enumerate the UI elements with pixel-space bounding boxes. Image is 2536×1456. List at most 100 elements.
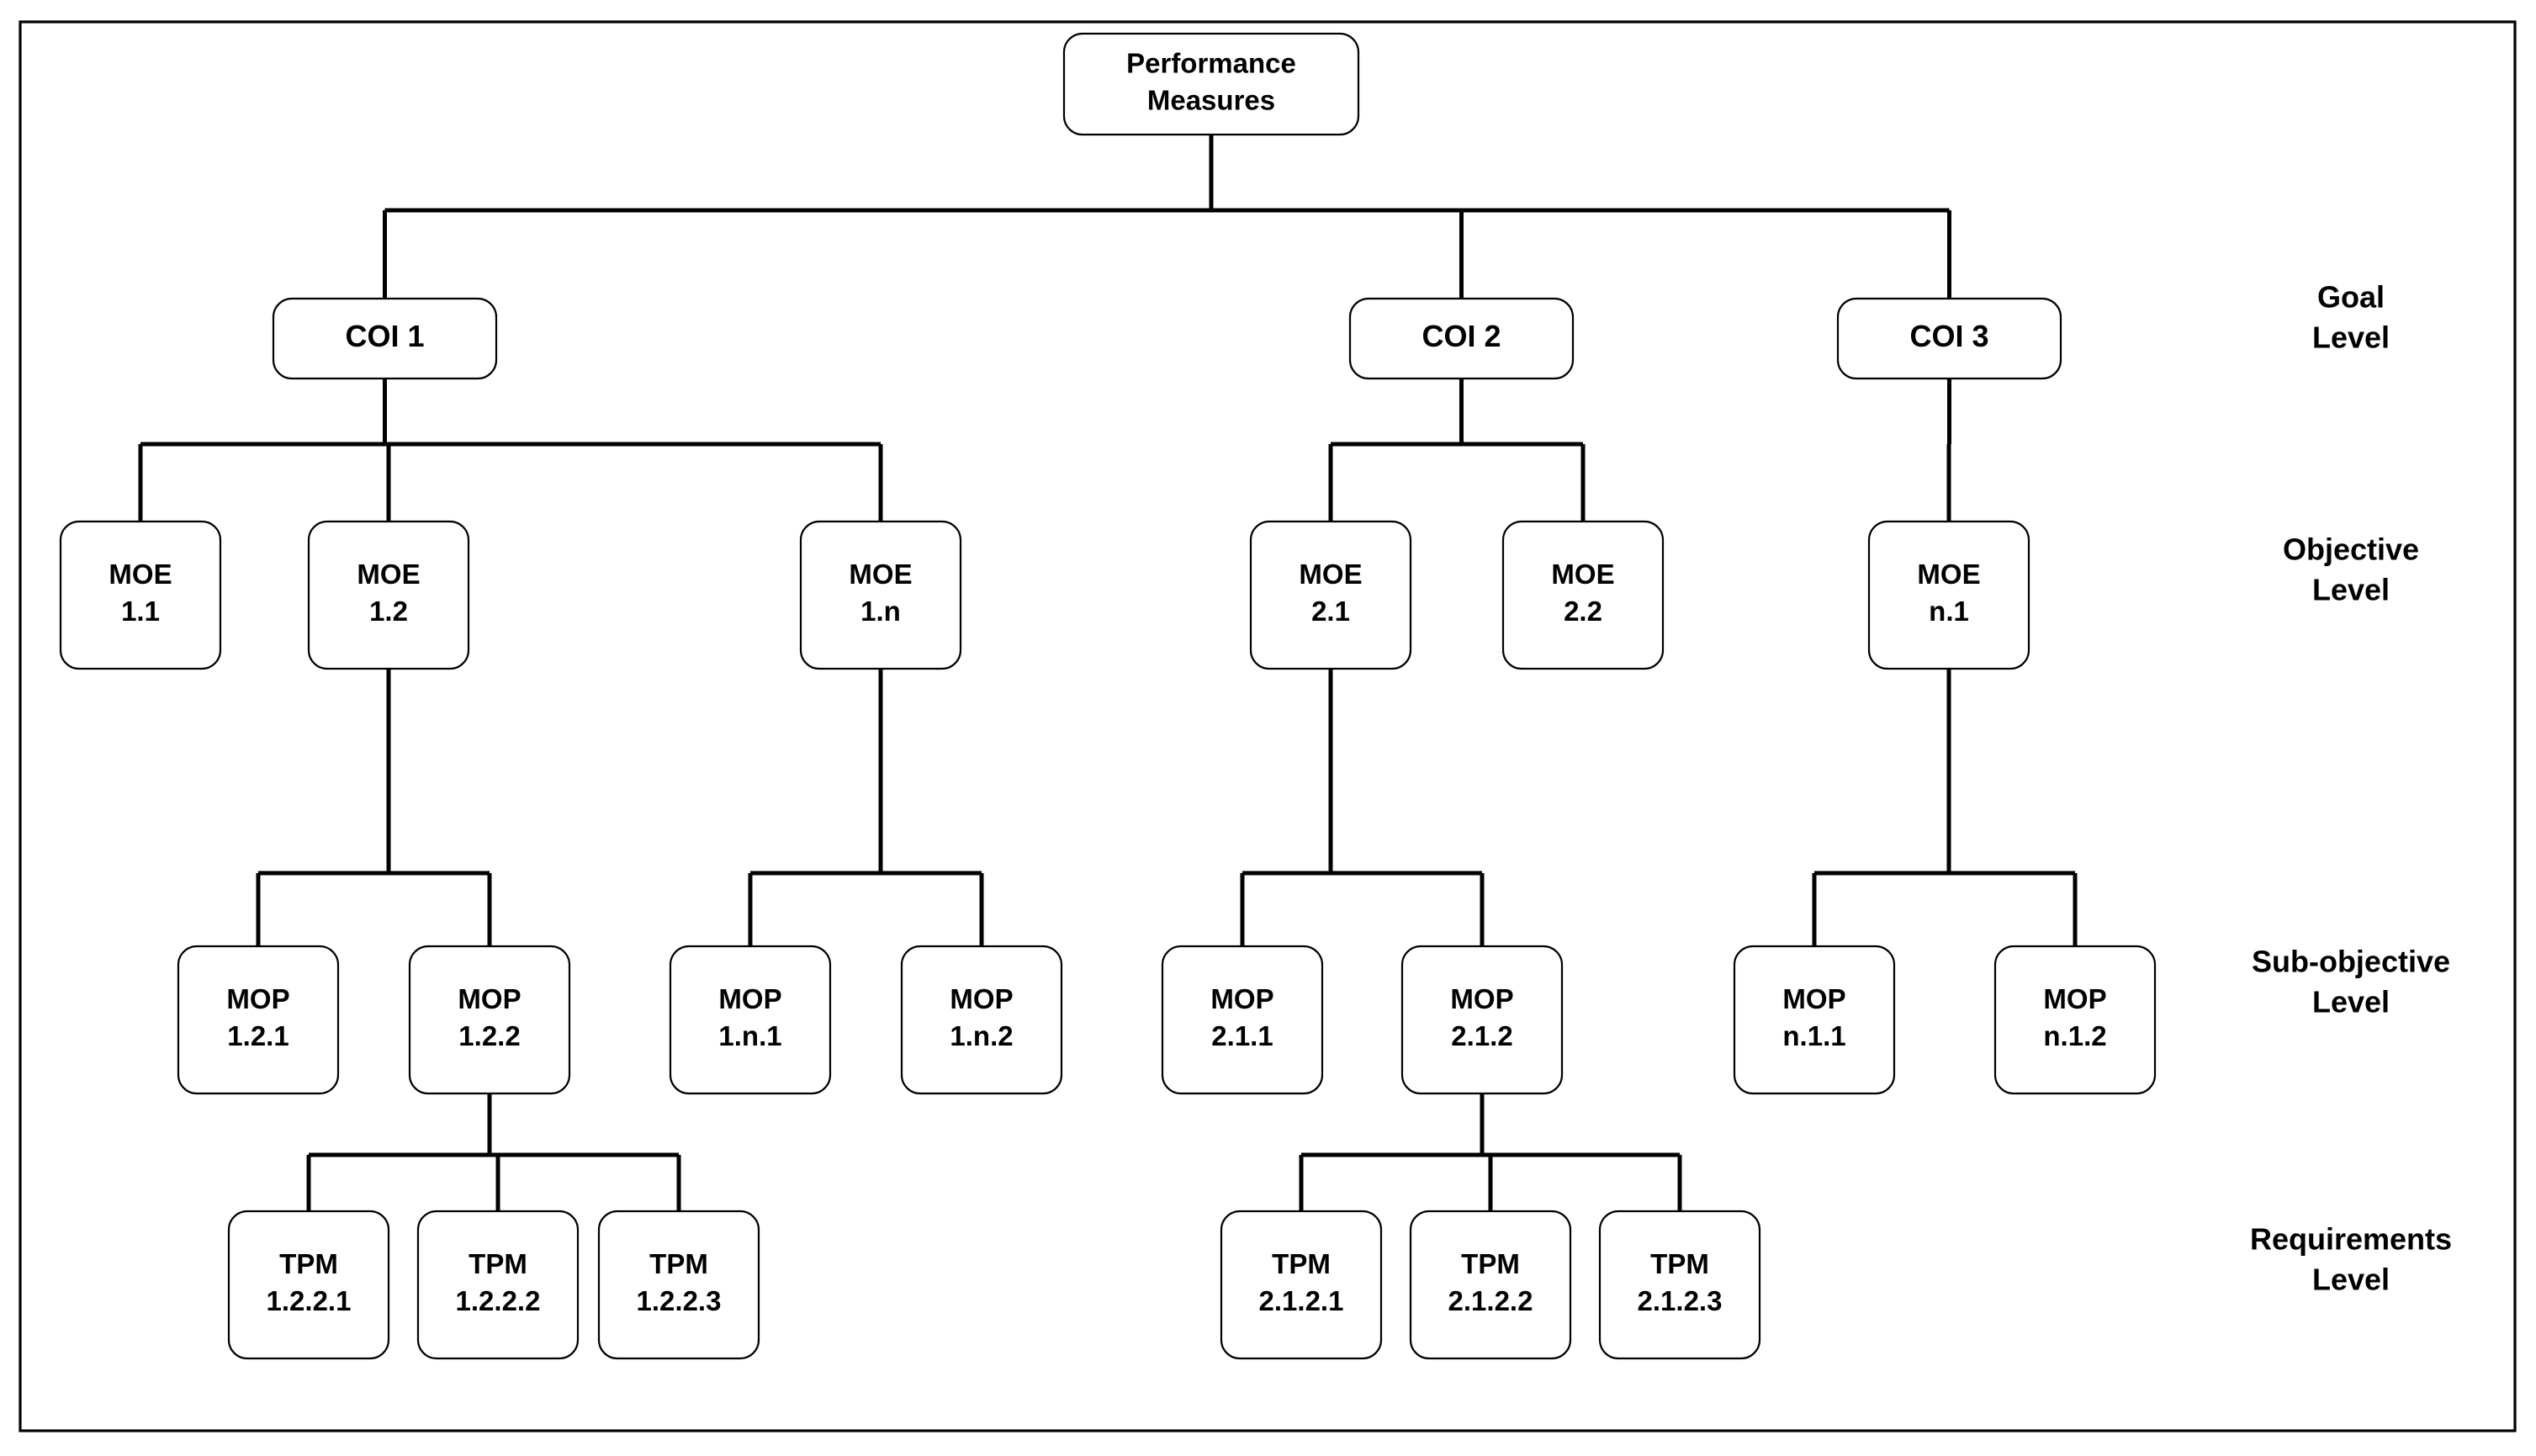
node-label-line2: 2.1.1 <box>1211 1020 1273 1051</box>
node-shape <box>1062 32 1360 136</box>
node-coi-2[interactable]: COI 2 <box>1348 297 1575 380</box>
node-shape <box>597 1210 760 1360</box>
node-coi-1[interactable]: COI 1 <box>272 297 498 380</box>
level-label-line1: Requirements <box>2250 1222 2452 1257</box>
connector-group-moe-2-1 <box>1240 669 1485 946</box>
node-coi-3[interactable]: COI 3 <box>1836 297 2062 380</box>
node-label-line2: n.1.1 <box>1782 1020 1845 1051</box>
node-label-line2: 1.n <box>860 596 901 627</box>
node-label-line2: 2.1 <box>1311 596 1350 627</box>
node-label-line2: 2.1.2 <box>1451 1020 1512 1051</box>
node-shape <box>272 297 498 380</box>
node-label-line1: TPM <box>649 1248 708 1279</box>
node-label-line1: MOP <box>1782 983 1845 1014</box>
node-moe-1-2[interactable]: MOE 1.2 <box>307 520 470 670</box>
node-shape <box>1400 945 1564 1095</box>
node-label-line1: MOE <box>1299 559 1362 590</box>
node-label-line1: COI 3 <box>1909 319 1988 353</box>
node-shape <box>669 945 832 1095</box>
node-mop-1-2-2[interactable]: MOP 1.2.2 <box>408 945 571 1095</box>
node-label-line1: MOP <box>458 983 521 1014</box>
node-label-line1: MOP <box>2043 983 2106 1014</box>
node-shape <box>227 1210 390 1360</box>
node-label-line1: MOE <box>357 559 420 590</box>
node-label-line1: TPM <box>1461 1248 1520 1279</box>
node-shape <box>408 945 571 1095</box>
connector-group-moe-1-2 <box>256 669 492 946</box>
node-label-line1: Performance <box>1126 48 1296 79</box>
node-tpm-2-1-2-1[interactable]: TPM 2.1.2.1 <box>1220 1210 1383 1360</box>
node-label-line1: MOP <box>226 983 289 1014</box>
connectors-layer <box>138 135 2078 1211</box>
node-tpm-2-1-2-2[interactable]: TPM 2.1.2.2 <box>1409 1210 1572 1360</box>
connector-group-mop-1-2-2 <box>306 1093 681 1211</box>
node-label-line1: MOE <box>849 559 912 590</box>
node-shape <box>1409 1210 1572 1360</box>
node-shape <box>177 945 340 1095</box>
node-label-line1: MOE <box>1551 559 1614 590</box>
node-shape <box>59 520 222 670</box>
node-label-line1: MOP <box>718 983 781 1014</box>
node-tpm-1-2-2-2[interactable]: TPM 1.2.2.2 <box>416 1210 580 1360</box>
level-label-line1: Objective <box>2283 532 2419 567</box>
level-label-line2: Level <box>2312 1263 2390 1297</box>
connector-group-coi-1 <box>138 379 883 522</box>
node-shape <box>1220 1210 1383 1360</box>
node-mop-1-2-1[interactable]: MOP 1.2.1 <box>177 945 340 1095</box>
level-label-line2: Level <box>2312 573 2390 607</box>
node-moe-2-1[interactable]: MOE 2.1 <box>1249 520 1412 670</box>
level-label-line2: Level <box>2312 320 2390 355</box>
node-label-line1: TPM <box>469 1248 527 1279</box>
level-label-line2: Level <box>2312 985 2390 1019</box>
connector-group-moe-n-1 <box>1812 669 2078 946</box>
node-shape <box>1733 945 1896 1095</box>
connector-group-root <box>383 135 1951 299</box>
node-label-line2: 1.2.2.1 <box>267 1285 352 1316</box>
node-shape <box>416 1210 580 1360</box>
connector-group-moe-1-n <box>748 669 984 946</box>
node-label-line1: MOE <box>1917 559 1980 590</box>
connector-group-coi-2 <box>1328 379 1586 522</box>
node-label-line2: 1.2.2 <box>458 1020 520 1051</box>
node-shape <box>1598 1210 1761 1360</box>
node-label-line2: 2.1.2.2 <box>1448 1285 1533 1316</box>
level-labels-layer: GoalLevelObjectiveLevelSub-objectiveLeve… <box>2250 280 2452 1297</box>
node-label-line2: 1.2.2.2 <box>456 1285 541 1316</box>
node-label-line2: 1.1 <box>121 596 160 627</box>
node-label-line2: Measures <box>1147 85 1275 116</box>
node-label-line2: 2.1.2.1 <box>1259 1285 1344 1316</box>
node-label-line2: 2.1.2.3 <box>1638 1285 1723 1316</box>
node-label-line1: COI 1 <box>345 319 424 353</box>
level-label-line1: Sub-objective <box>2252 945 2450 979</box>
node-shape <box>1249 520 1412 670</box>
node-shape <box>1867 520 2030 670</box>
node-moe-1-n[interactable]: MOE 1.n <box>799 520 962 670</box>
node-label-line2: 1.2 <box>369 596 408 627</box>
node-mop-n-1-1[interactable]: MOP n.1.1 <box>1733 945 1896 1095</box>
node-shape <box>1993 945 2157 1095</box>
diagram-frame <box>19 20 2517 1432</box>
node-shape <box>1348 297 1575 380</box>
level-label-line1: Goal <box>2317 280 2385 315</box>
node-label-line2: 1.2.1 <box>227 1020 289 1051</box>
node-label-line1: TPM <box>1272 1248 1331 1279</box>
node-shape <box>1501 520 1665 670</box>
